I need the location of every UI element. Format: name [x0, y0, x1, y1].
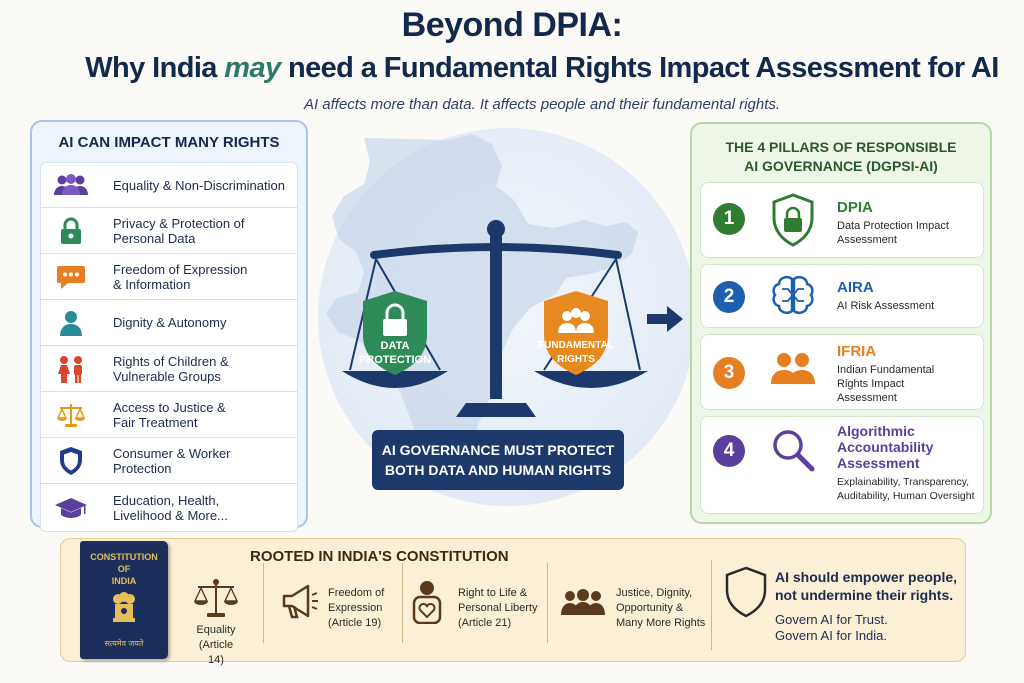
speech-bubble-icon: [51, 264, 91, 290]
children-icon: [51, 354, 91, 384]
right-label: Equality & Non-Discrimination: [113, 177, 285, 193]
rights-list: Equality & Non-Discrimination Privacy & …: [40, 162, 298, 532]
right-label: Consumer & Worker Protection: [113, 445, 231, 476]
constitution-book: CONSTITUTION OF INDIA सत्यमेव जयते: [80, 541, 168, 659]
book-motto: सत्यमेव जयते: [104, 639, 144, 648]
heading-part-2: need a Fundamental Rights Impact Assessm…: [280, 52, 999, 84]
right-item-equality: Equality & Non-Discrimination: [40, 162, 298, 208]
pillar-desc: Data Protection Impact Assessment: [837, 220, 949, 246]
megaphone-icon: [282, 584, 318, 619]
page-subtitle-heading: Why India may need a Fundamental Rights …: [0, 52, 1024, 85]
brain-circuit-icon: [767, 273, 819, 319]
pillar-number: 2: [713, 281, 745, 313]
data-protection-label: DATA PROTECTION: [358, 340, 432, 366]
pillar-name: Algorithmic Accountability Assessment: [837, 423, 934, 471]
balance-scale-icon: [342, 220, 648, 417]
pillar-number: 1: [713, 203, 745, 235]
tagline: AI affects more than data. It affects pe…: [303, 96, 781, 113]
india-map-silhouette: [326, 134, 638, 490]
people-group-icon: [561, 589, 605, 615]
right-item-privacy: Privacy & Protection of Personal Data: [40, 208, 298, 254]
constitution-panel: [60, 538, 966, 662]
pillar-number: 4: [713, 435, 745, 467]
constitution-title: ROOTED IN INDIA'S CONSTITUTION: [250, 548, 509, 565]
right-label: Dignity & Autonomy: [113, 315, 227, 330]
right-item-justice: Access to Justice & Fair Treatment: [40, 392, 298, 438]
fundamental-rights-label: FUNDAMENTAL RIGHTS: [538, 340, 614, 365]
person-icon: [51, 309, 91, 337]
shield-icon: [51, 446, 91, 476]
pillar-1: 1 DPIA Data Protection Impact Assessment: [700, 182, 984, 258]
article-19-label: Freedom of Expression (Article 19): [328, 587, 385, 629]
pillar-name: DPIA: [837, 199, 873, 216]
shield-lock-icon: [767, 193, 819, 247]
rights-panel-title: AI CAN IMPACT MANY RIGHTS: [58, 134, 280, 151]
shield-outline-icon: [725, 566, 767, 618]
right-item-consumer: Consumer & Worker Protection: [40, 438, 298, 484]
page-title: Beyond DPIA:: [401, 6, 623, 44]
people-icon: [767, 351, 819, 385]
graduation-cap-icon: [51, 496, 91, 520]
divider: [402, 563, 403, 643]
lock-icon: [51, 217, 91, 245]
pillar-name: AIRA: [837, 279, 874, 296]
right-label: Education, Health, Livelihood & More...: [113, 492, 228, 523]
right-item-expression: Freedom of Expression & Information: [40, 254, 298, 300]
pillar-desc: Explainability, Transparency, Auditabili…: [837, 476, 975, 502]
right-label: Freedom of Expression & Information: [113, 261, 248, 292]
people-group-icon: [51, 173, 91, 197]
justice-label: Justice, Dignity, Opportunity & Many Mor…: [616, 587, 706, 629]
heading-part-1: Why India: [85, 52, 225, 84]
pillar-number: 3: [713, 357, 745, 389]
govern-tagline: Govern AI for Trust. Govern AI for India…: [775, 612, 888, 643]
arrow-right-icon: [647, 306, 683, 332]
article-14-label: Equality (Article 14): [196, 624, 236, 666]
right-label: Rights of Children & Vulnerable Groups: [113, 353, 229, 384]
book-title: CONSTITUTION OF INDIA: [90, 552, 158, 586]
right-label: Privacy & Protection of Personal Data: [113, 215, 245, 246]
article-21-label: Right to Life & Personal Liberty (Articl…: [458, 587, 538, 629]
right-item-education: Education, Health, Livelihood & More...: [40, 484, 298, 532]
pillar-2: 2 AIRA AI Risk Assessment: [700, 264, 984, 328]
rights-panel: AI CAN IMPACT MANY RIGHTS Equality & Non…: [30, 120, 308, 532]
pillars-panel-title: THE 4 PILLARS OF RESPONSIBLE AI GOVERNAN…: [725, 139, 957, 174]
heading-accent: may: [224, 52, 281, 84]
person-heart-icon: [412, 581, 442, 624]
pillars-panel: THE 4 PILLARS OF RESPONSIBLE AI GOVERNAN…: [690, 122, 992, 524]
scales-icon: [51, 401, 91, 429]
pillar-desc: Indian Fundamental Rights Impact Assessm…: [837, 364, 935, 404]
right-label: Access to Justice & Fair Treatment: [113, 399, 226, 430]
emblem-icon: [113, 592, 135, 622]
empower-quote: AI should empower people, not undermine …: [775, 569, 958, 603]
divider: [263, 563, 264, 643]
magnifier-icon: [767, 427, 819, 473]
divider: [547, 563, 548, 643]
pillar-name: IFRIA: [837, 343, 877, 360]
pillar-4: 4 Algorithmic Accountability Assessment …: [700, 416, 984, 514]
right-item-dignity: Dignity & Autonomy: [40, 300, 298, 346]
right-item-children: Rights of Children & Vulnerable Groups: [40, 346, 298, 392]
divider: [711, 560, 712, 650]
scales-icon: [193, 579, 239, 617]
pillar-desc: AI Risk Assessment: [837, 300, 935, 312]
governance-banner: AI GOVERNANCE MUST PROTECT BOTH DATA AND…: [372, 430, 624, 490]
pillar-3: 3 IFRIA Indian Fundamental Rights Impact…: [700, 334, 984, 410]
